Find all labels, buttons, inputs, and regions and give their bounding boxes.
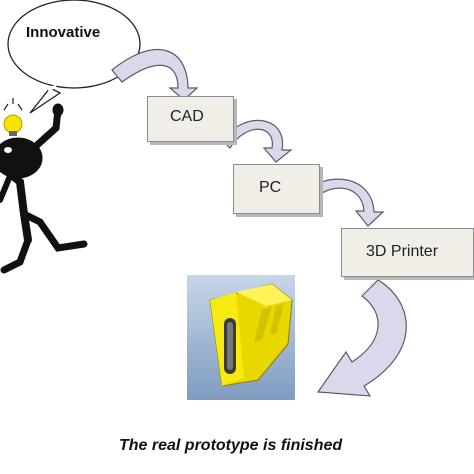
- step-box-cad: CAD: [147, 96, 234, 142]
- arrow-cad-to-pc-icon: [221, 119, 293, 163]
- step-label-cad: CAD: [170, 108, 204, 125]
- lightbulb-icon: [3, 98, 23, 136]
- arrow-printer-to-part-icon: [316, 279, 407, 397]
- arrow-bubble-to-cad-icon: [111, 49, 199, 101]
- thinking-figure-icon: [0, 103, 88, 274]
- step-label-pc: PC: [259, 179, 282, 196]
- caption: The real prototype is finished: [119, 437, 343, 454]
- step-box-3d-printer: 3D Printer: [341, 228, 474, 277]
- step-label-3d-printer: 3D Printer: [366, 243, 439, 260]
- step-box-pc: PC: [233, 164, 320, 214]
- speech-bubble: [7, 0, 141, 114]
- arrow-pc-to-printer-icon: [299, 178, 385, 227]
- bubble-text: Innovative: [26, 24, 101, 41]
- prototype-part-image: [187, 275, 295, 400]
